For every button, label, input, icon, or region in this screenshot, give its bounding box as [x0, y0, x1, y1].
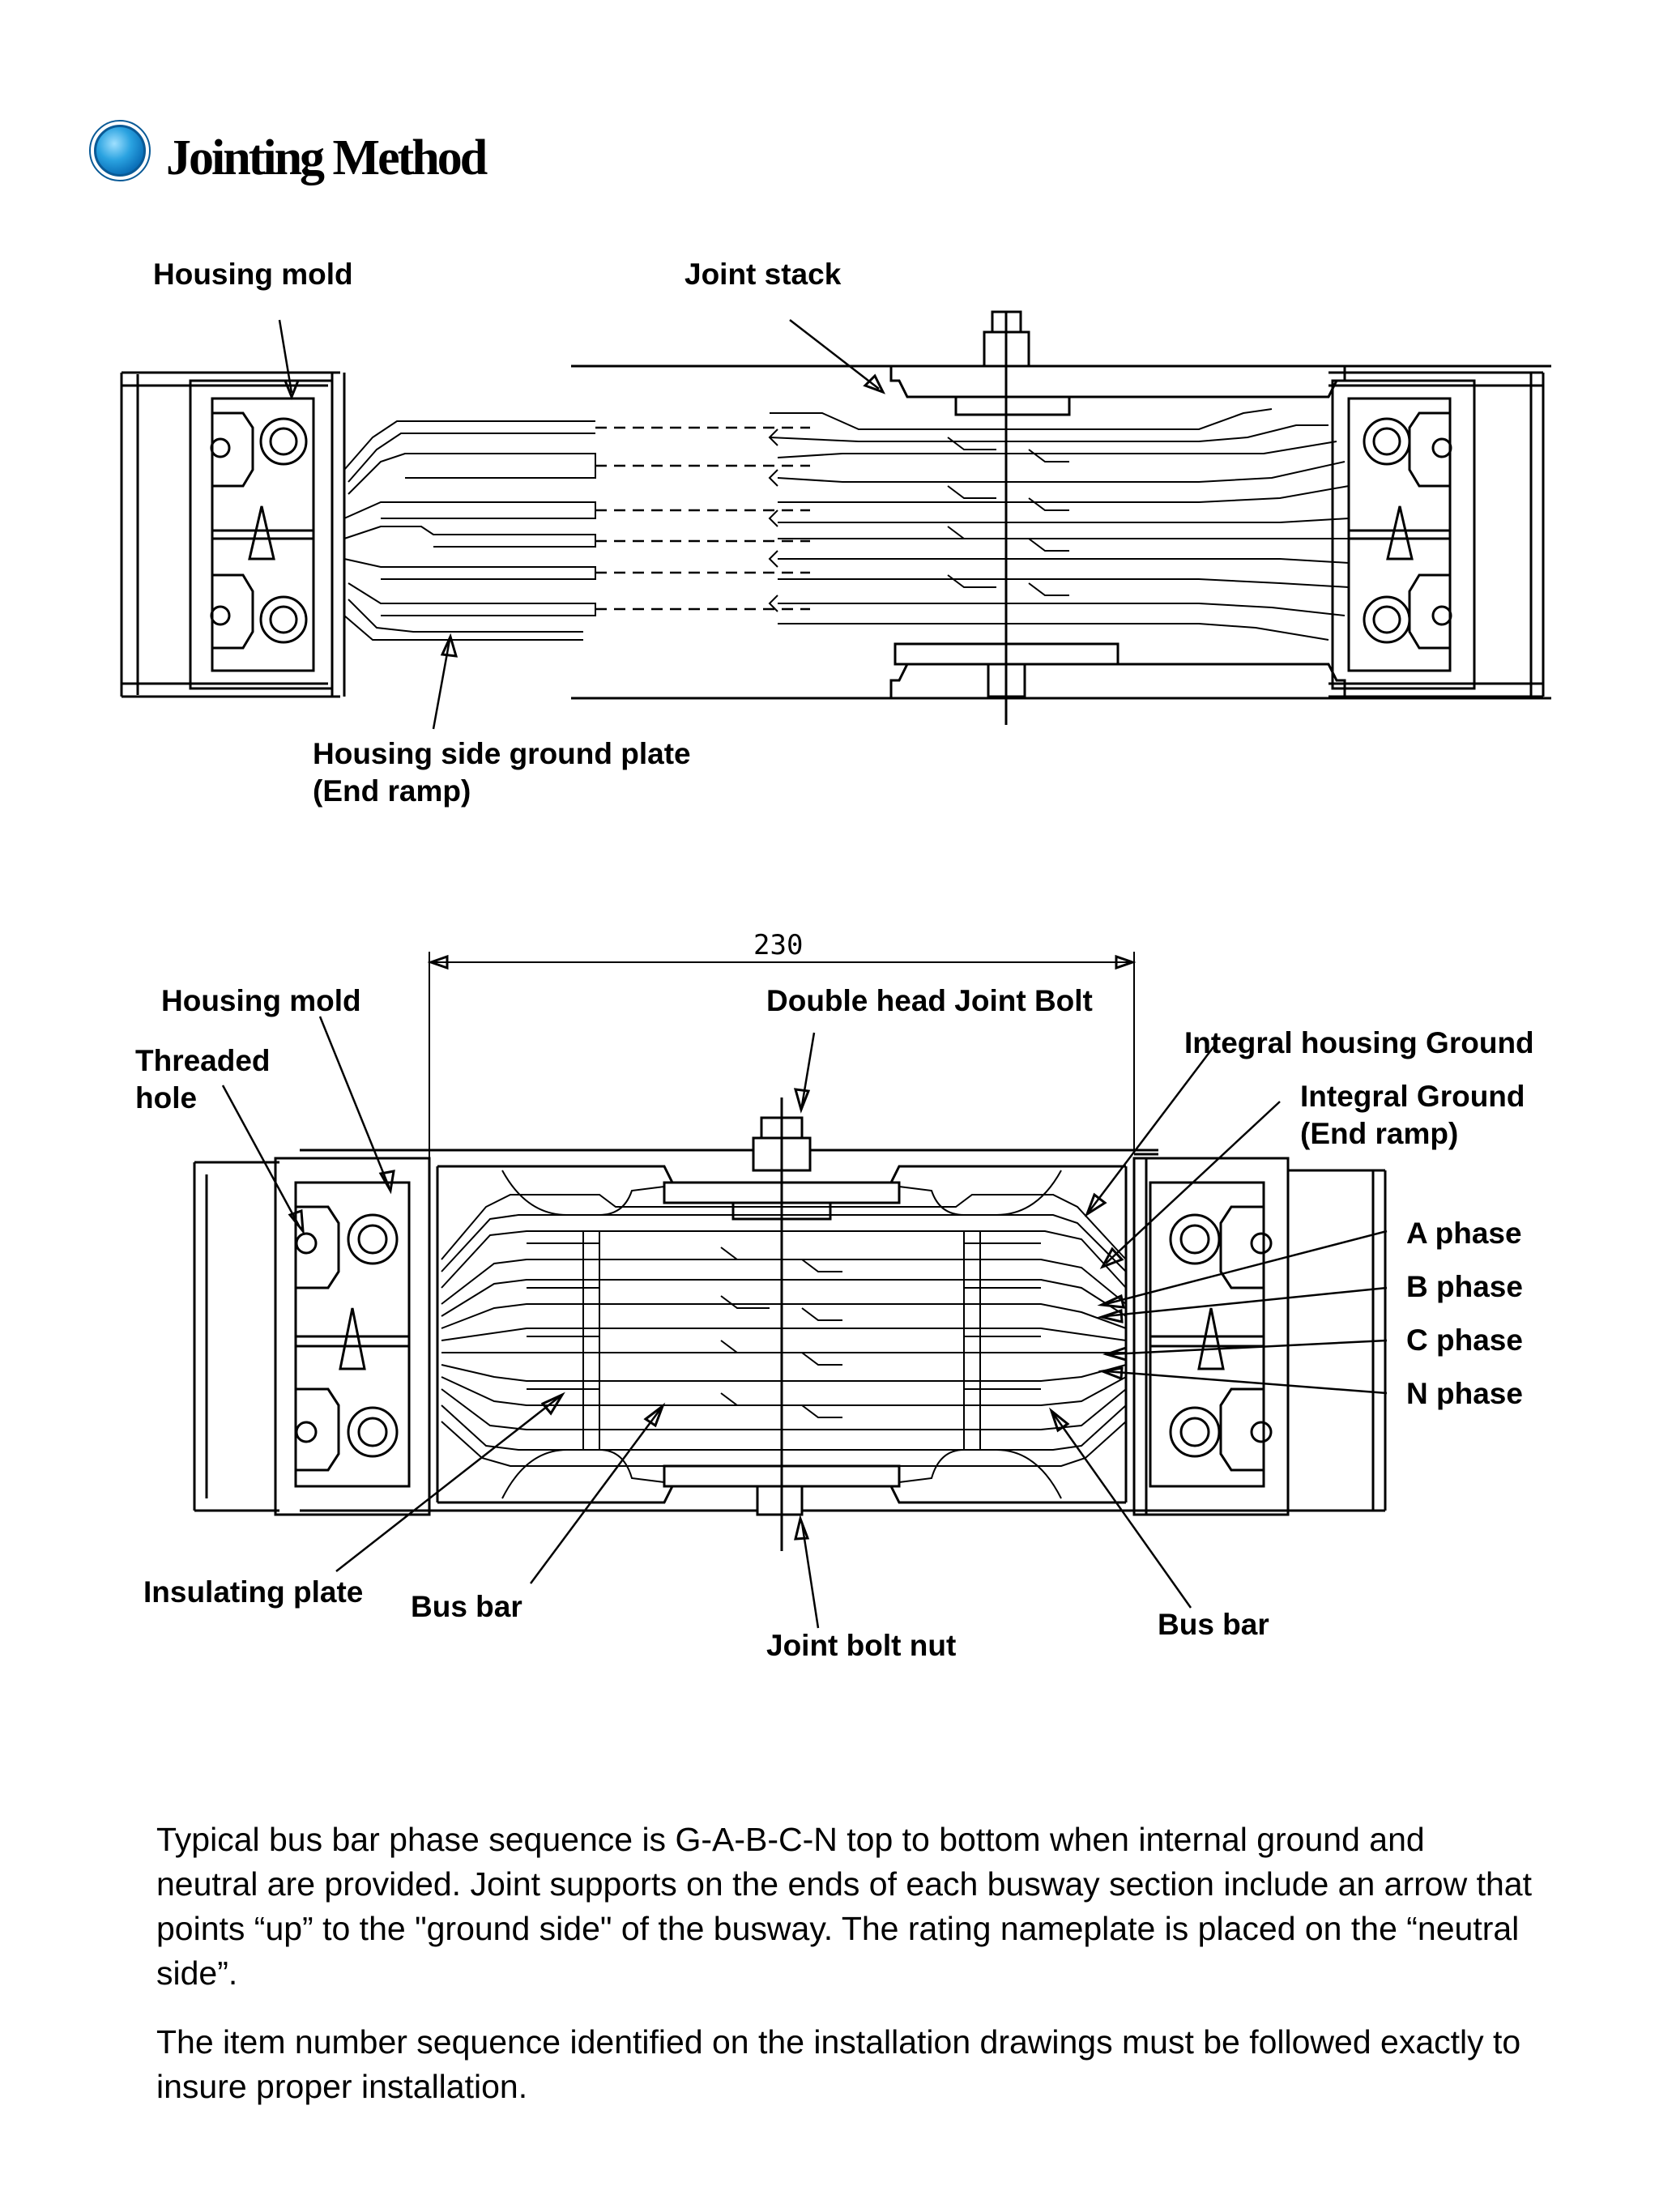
label-bus-bar-right: Bus bar — [1158, 1608, 1269, 1641]
label-c-phase: C phase — [1406, 1323, 1523, 1357]
label-double-head-joint-bolt: Double head Joint Bolt — [766, 984, 1093, 1017]
label-joint-bolt-nut: Joint bolt nut — [766, 1629, 957, 1662]
label-b-phase: B phase — [1406, 1270, 1523, 1303]
label-housing-mold-top: Housing mold — [153, 258, 353, 291]
label-threaded-hole: Threaded hole — [135, 1044, 271, 1115]
label-housing-side-ground-plate: Housing side ground plate (End ramp) — [313, 737, 691, 808]
label-integral-ground: Integral Ground (End ramp) — [1300, 1080, 1525, 1150]
label-housing-mold-bottom: Housing mold — [161, 984, 361, 1017]
label-n-phase: N phase — [1406, 1377, 1523, 1410]
page-title: Jointing Method — [166, 130, 488, 185]
label-a-phase: A phase — [1406, 1217, 1522, 1250]
blue-circle-bullet-icon — [89, 120, 151, 181]
bottom-joint-diagram: 230 — [193, 929, 1388, 1629]
label-insulating-plate: Insulating plate — [143, 1575, 364, 1609]
dimension-230: 230 — [753, 929, 803, 961]
label-joint-stack: Joint stack — [684, 258, 842, 291]
label-integral-housing-ground: Integral housing Ground — [1184, 1026, 1534, 1059]
top-joint-diagram — [120, 310, 1551, 730]
body-paragraph-item-sequence: The item number sequence identified on t… — [156, 2023, 1521, 2105]
body-paragraph-phase-sequence: Typical bus bar phase sequence is G-A-B-… — [156, 1821, 1532, 1992]
label-bus-bar-left: Bus bar — [411, 1590, 522, 1623]
